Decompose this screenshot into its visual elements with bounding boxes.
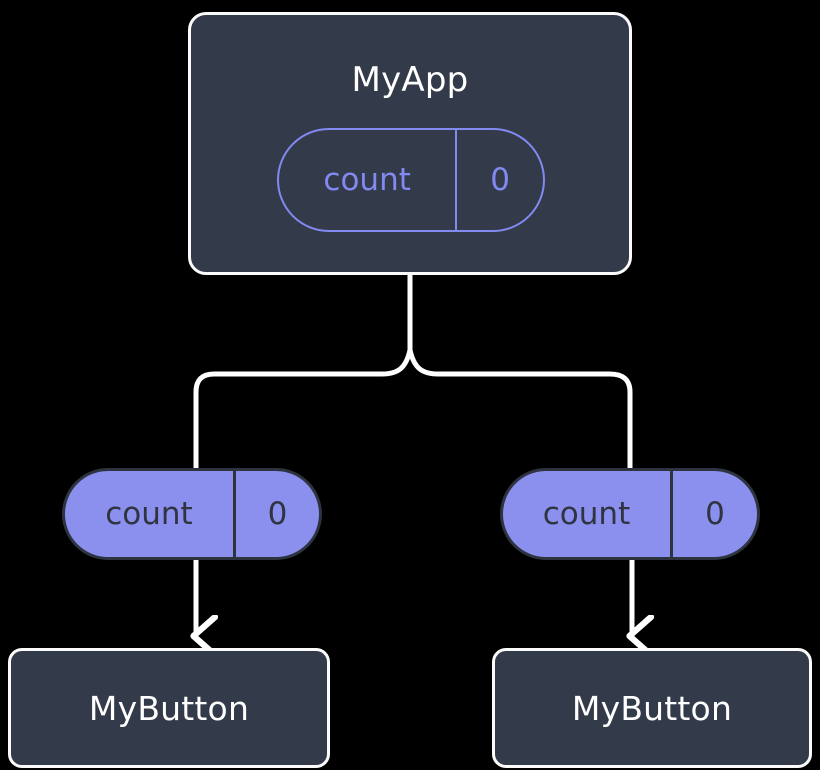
prop-pill-key: count	[105, 496, 193, 532]
prop-pill-left[interactable]: count 0	[62, 468, 322, 560]
component-title: MyButton	[571, 688, 733, 728]
prop-pill-value: 0	[670, 471, 757, 557]
prop-pill-right[interactable]: count 0	[500, 468, 760, 560]
component-title: MyButton	[88, 688, 250, 728]
state-pill-value: 0	[455, 130, 543, 230]
edge-fork-left	[193, 349, 413, 470]
state-pill-key: count	[323, 162, 411, 198]
prop-pill-value: 0	[232, 471, 319, 557]
edge-fork-right	[407, 349, 633, 470]
component-node-mybutton-right[interactable]: MyButton	[492, 648, 812, 768]
state-pill-root[interactable]: count 0	[277, 128, 545, 232]
prop-pill-key: count	[542, 496, 631, 532]
component-title: MyApp	[351, 60, 469, 100]
component-node-mybutton-left[interactable]: MyButton	[8, 648, 330, 768]
